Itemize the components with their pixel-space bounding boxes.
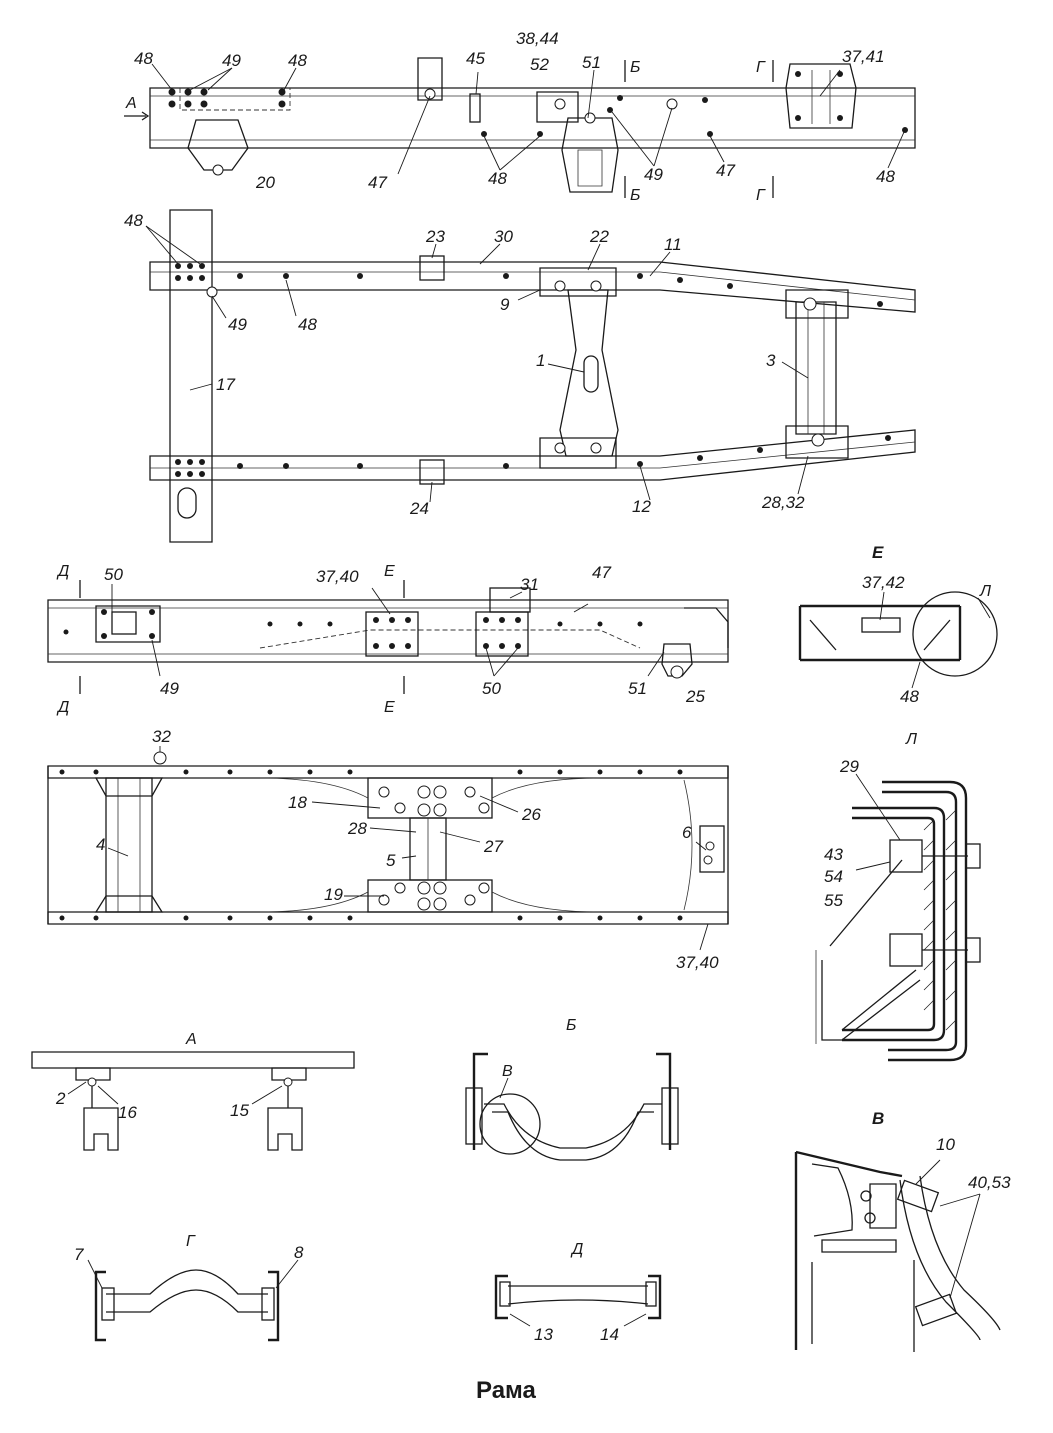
- label-32: 32: [152, 727, 171, 746]
- label-47: 47: [716, 161, 735, 180]
- cut-mark-e-top: Е: [384, 563, 395, 580]
- label-17: 17: [216, 375, 235, 394]
- section-d: [494, 1274, 662, 1327]
- side-view-top: [124, 57, 916, 198]
- figure-caption: Рама: [476, 1377, 536, 1404]
- plan-view-bottom: [47, 746, 729, 951]
- label-48: 48: [134, 49, 153, 68]
- label-24: 24: [409, 499, 429, 518]
- label-45: 45: [466, 49, 485, 68]
- cut-mark-d-bottom: Д: [56, 699, 69, 716]
- label-5: 5: [386, 851, 396, 870]
- label-28-32: 28,32: [761, 493, 805, 512]
- label-37-42: 37,42: [862, 573, 905, 592]
- label-49: 49: [644, 165, 663, 184]
- section-d-title: Д: [570, 1241, 583, 1258]
- label-50: 50: [482, 679, 501, 698]
- cut-mark-a: А: [125, 95, 137, 112]
- label-52: 52: [530, 55, 549, 74]
- label-55: 55: [824, 891, 843, 910]
- detail-v-title: В: [872, 1109, 884, 1128]
- cut-mark-v-circle: В: [502, 1063, 513, 1080]
- detail-l-title: Л: [905, 731, 917, 748]
- label-14: 14: [600, 1325, 619, 1344]
- cut-mark-e-bottom: Е: [384, 699, 395, 716]
- section-b: [465, 1052, 679, 1161]
- section-e-title: Е: [872, 543, 884, 562]
- section-a-title: А: [185, 1031, 197, 1048]
- label-3: 3: [766, 351, 776, 370]
- label-51: 51: [628, 679, 647, 698]
- label-13: 13: [534, 1325, 553, 1344]
- label-9: 9: [500, 295, 510, 314]
- label-29: 29: [839, 757, 859, 776]
- label-40-53: 40,53: [968, 1173, 1011, 1192]
- label-16: 16: [118, 1103, 137, 1122]
- label-25: 25: [685, 687, 705, 706]
- label-1: 1: [536, 351, 545, 370]
- label-38-44: 38,44: [516, 29, 559, 48]
- label-30: 30: [494, 227, 513, 246]
- label-49: 49: [228, 315, 247, 334]
- label-37-40: 37,40: [316, 567, 359, 586]
- label-10: 10: [936, 1135, 955, 1154]
- cut-mark-l-circle: Л: [979, 583, 991, 600]
- label-48: 48: [298, 315, 317, 334]
- section-e: [798, 591, 998, 689]
- label-7: 7: [74, 1245, 84, 1264]
- label-8: 8: [294, 1243, 304, 1262]
- label-19: 19: [324, 885, 343, 904]
- cut-mark-b-top: Б: [630, 59, 640, 76]
- label-2: 2: [55, 1089, 66, 1108]
- label-51: 51: [582, 53, 601, 72]
- label-27: 27: [483, 837, 503, 856]
- label-37-41: 37,41: [842, 47, 885, 66]
- cut-mark-b-bottom: Б: [630, 187, 640, 204]
- label-48: 48: [488, 169, 507, 188]
- label-11: 11: [664, 235, 682, 254]
- label-48: 48: [900, 687, 919, 706]
- label-48: 48: [124, 211, 143, 230]
- label-20: 20: [255, 173, 275, 192]
- label-50: 50: [104, 565, 123, 584]
- label-31: 31: [520, 575, 539, 594]
- label-12: 12: [632, 497, 651, 516]
- cut-mark-g-bottom: Г: [756, 187, 766, 204]
- cut-mark-d-top: Д: [56, 563, 69, 580]
- section-g: [87, 1259, 299, 1342]
- label-23: 23: [425, 227, 445, 246]
- detail-v: [794, 1150, 1001, 1352]
- label-6: 6: [682, 823, 692, 842]
- label-22: 22: [589, 227, 609, 246]
- label-4: 4: [96, 835, 105, 854]
- label-47: 47: [592, 563, 611, 582]
- label-28: 28: [347, 819, 367, 838]
- label-26: 26: [521, 805, 541, 824]
- section-b-title: Б: [566, 1017, 576, 1034]
- label-48: 48: [288, 51, 307, 70]
- label-15: 15: [230, 1101, 249, 1120]
- plan-view-top: [145, 209, 916, 543]
- label-49: 49: [160, 679, 179, 698]
- cut-mark-g-top: Г: [756, 59, 766, 76]
- section-g-title: Г: [186, 1233, 196, 1250]
- label-37-40: 37,40: [676, 953, 719, 972]
- label-18: 18: [288, 793, 307, 812]
- label-54: 54: [824, 867, 843, 886]
- label-49: 49: [222, 51, 241, 70]
- detail-l: [815, 773, 981, 1062]
- section-a: [31, 1051, 355, 1151]
- label-43: 43: [824, 845, 843, 864]
- side-view-bottom: [47, 580, 729, 694]
- label-47: 47: [368, 173, 387, 192]
- label-48: 48: [876, 167, 895, 186]
